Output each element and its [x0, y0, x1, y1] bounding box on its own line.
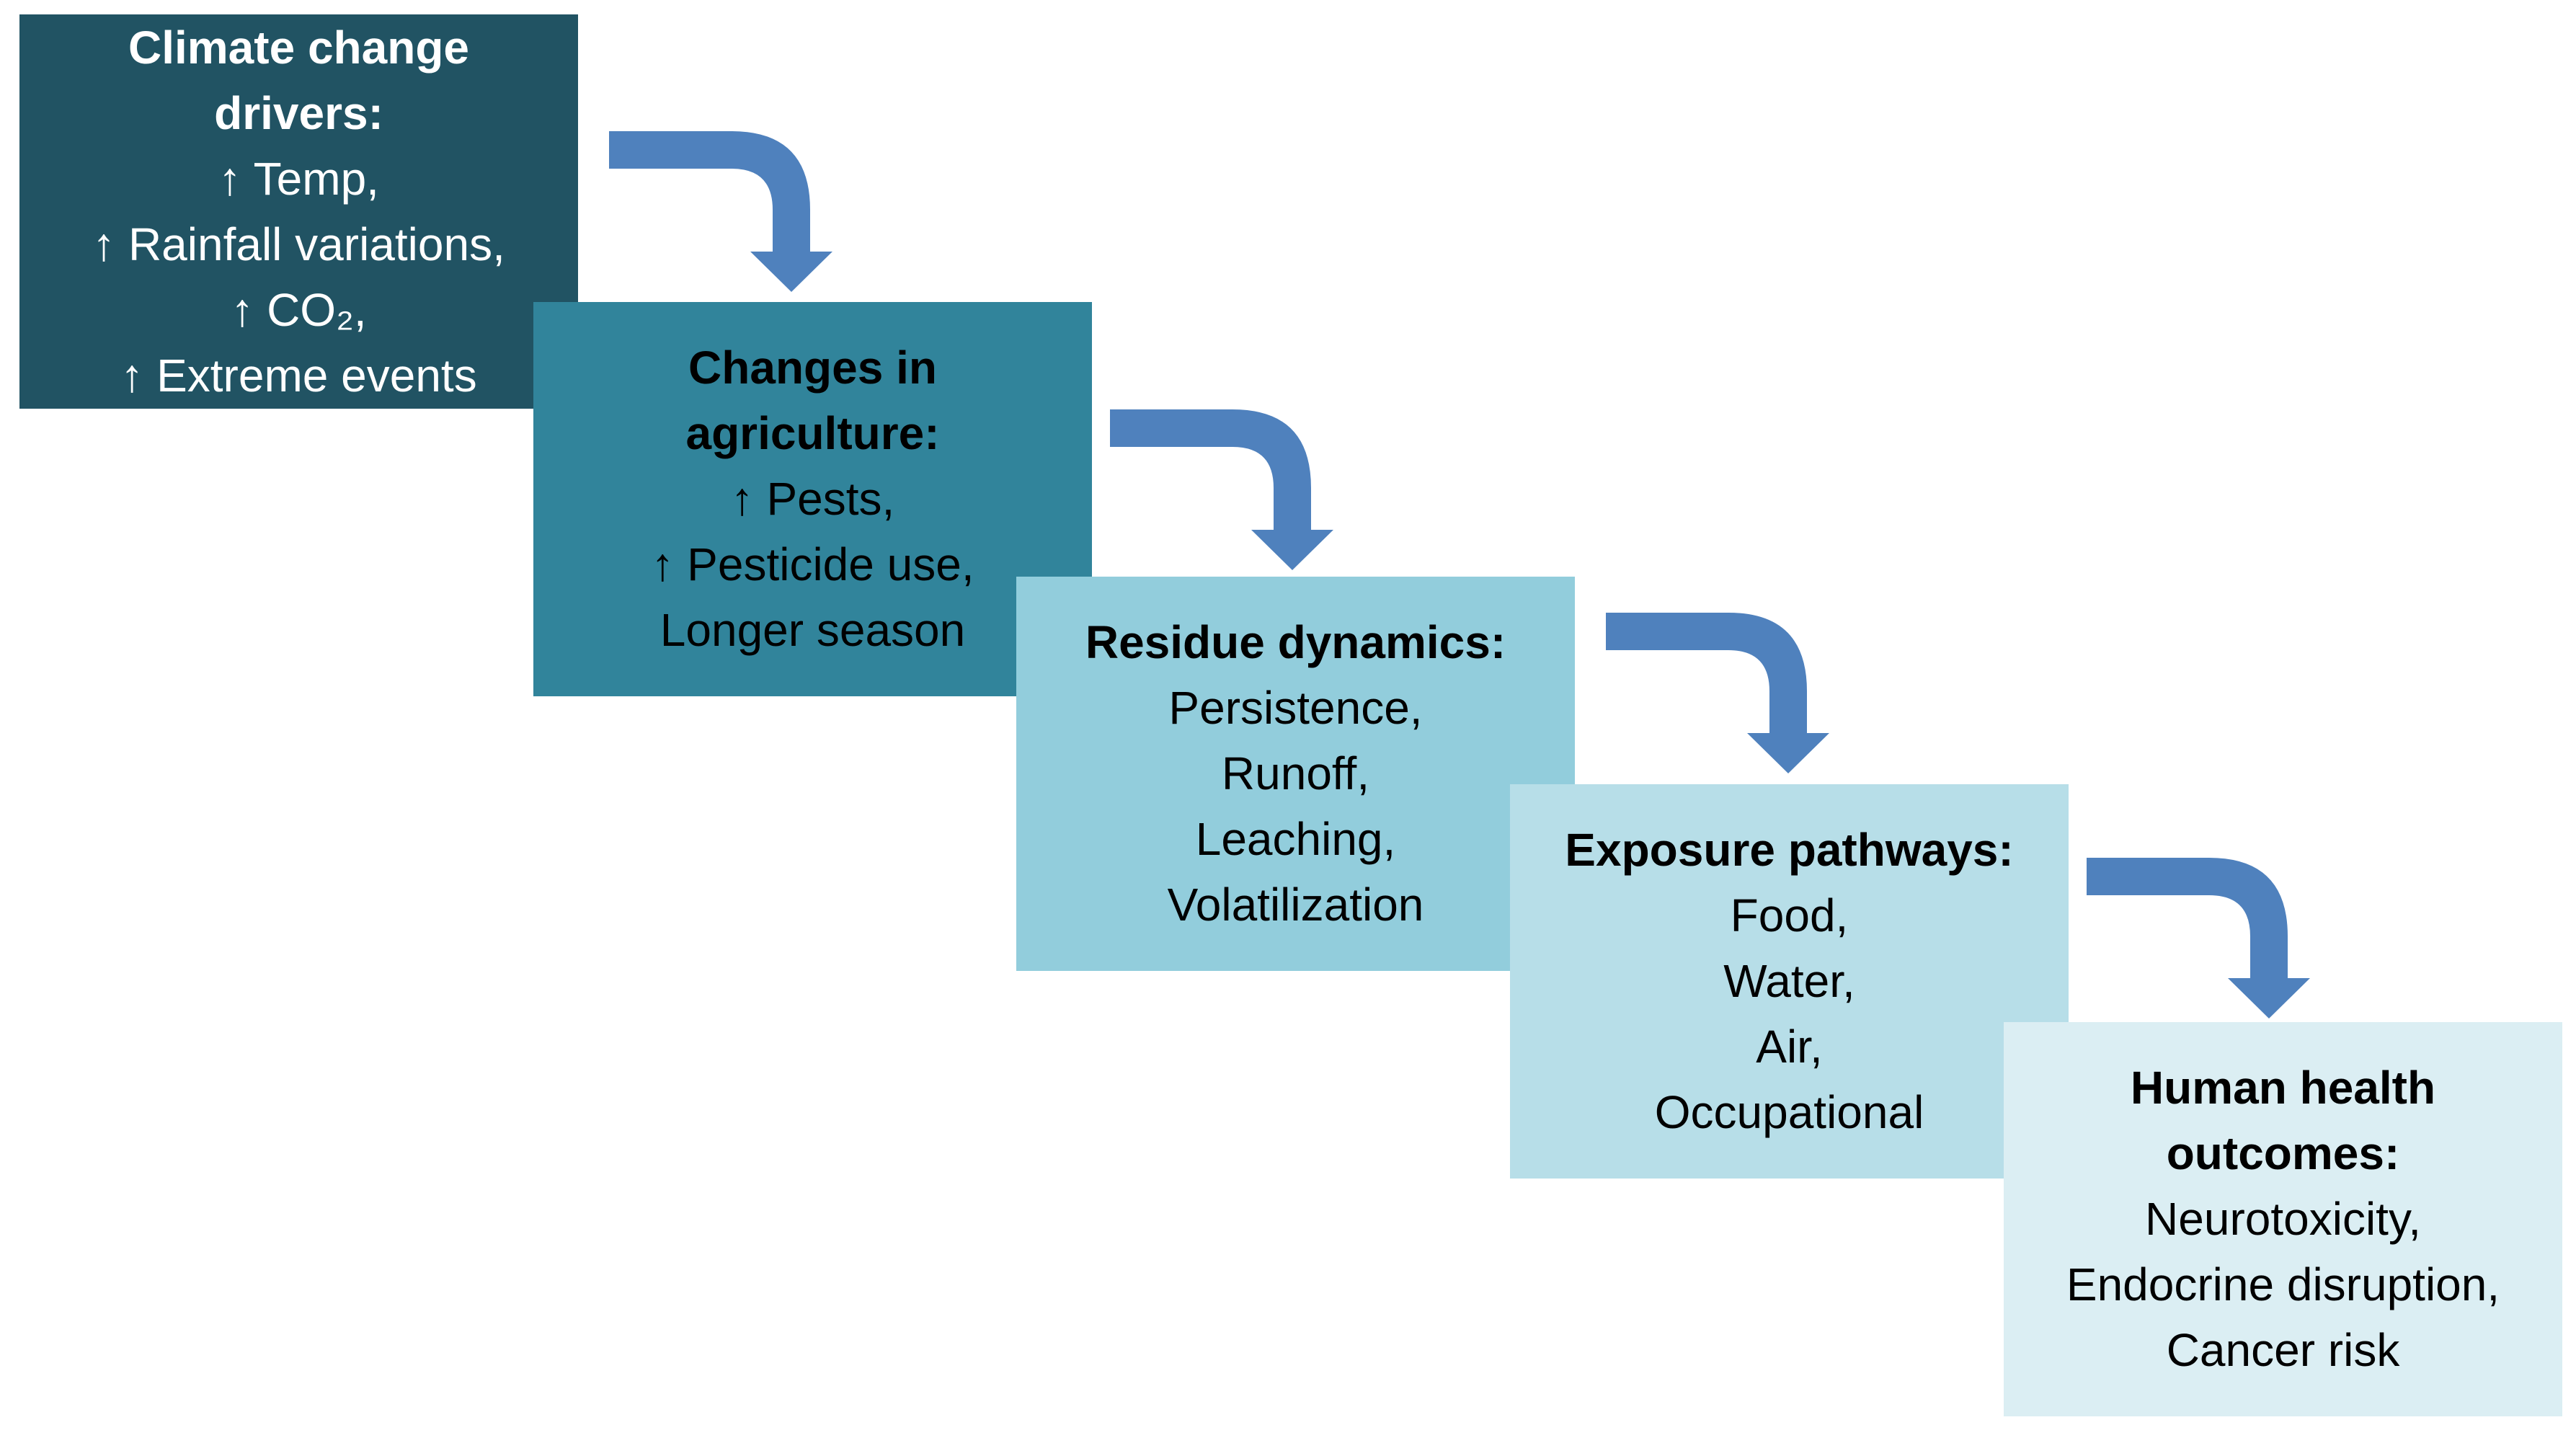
curved-arrow-icon [1110, 409, 1333, 570]
box-line: ↑ CO₂, [231, 283, 367, 336]
curved-arrow-icon [609, 131, 832, 292]
box-line: Occupational [1654, 1086, 1924, 1138]
box-residue-dynamics: Residue dynamics: Persistence, Runoff, L… [1016, 577, 1575, 971]
box-line: Longer season [659, 604, 966, 656]
box-title: Exposure pathways: [1565, 824, 2014, 876]
box-exposure-pathways: Exposure pathways: Food, Water, Air, Occ… [1510, 784, 2069, 1179]
box-line: Leaching, [1195, 813, 1396, 865]
box-title: Changes in [688, 342, 937, 394]
box-line: ↑ Rainfall variations, [92, 218, 505, 270]
curved-arrow-icon [2087, 858, 2310, 1018]
box-line: Cancer risk [2166, 1324, 2400, 1376]
box-line: ↑ Pesticide use, [651, 538, 974, 590]
box-line: Persistence, [1168, 682, 1423, 734]
box-line: Volatilization [1167, 879, 1424, 931]
box-title: Human health [2130, 1062, 2436, 1114]
box-changes-in-agriculture: Changes in agriculture: ↑ Pests, ↑ Pesti… [533, 302, 1092, 696]
box-line: ↑ Temp, [218, 152, 379, 205]
box-line: Neurotoxicity, [2145, 1193, 2421, 1245]
box-title: drivers: [214, 86, 383, 139]
box-line: Runoff, [1221, 747, 1370, 799]
box-line: ↑ Pests, [730, 473, 895, 525]
box-line: Air, [1756, 1021, 1823, 1073]
box-human-health-outcomes: Human health outcomes: Neurotoxicity, En… [2004, 1022, 2562, 1416]
box-title: Residue dynamics: [1085, 616, 1506, 668]
box-line: Endocrine disruption, [2066, 1259, 2500, 1310]
box-title: agriculture: [685, 407, 940, 459]
box-line: ↑ Extreme events [120, 349, 477, 401]
box-title: Climate change [128, 21, 470, 74]
box-line: Water, [1723, 955, 1855, 1007]
curved-arrow-icon [1606, 613, 1829, 773]
box-title: outcomes: [2166, 1127, 2400, 1179]
box-line: Food, [1730, 889, 1849, 941]
box-climate-change-drivers: Climate change drivers: ↑ Temp, ↑ Rainfa… [19, 14, 578, 409]
